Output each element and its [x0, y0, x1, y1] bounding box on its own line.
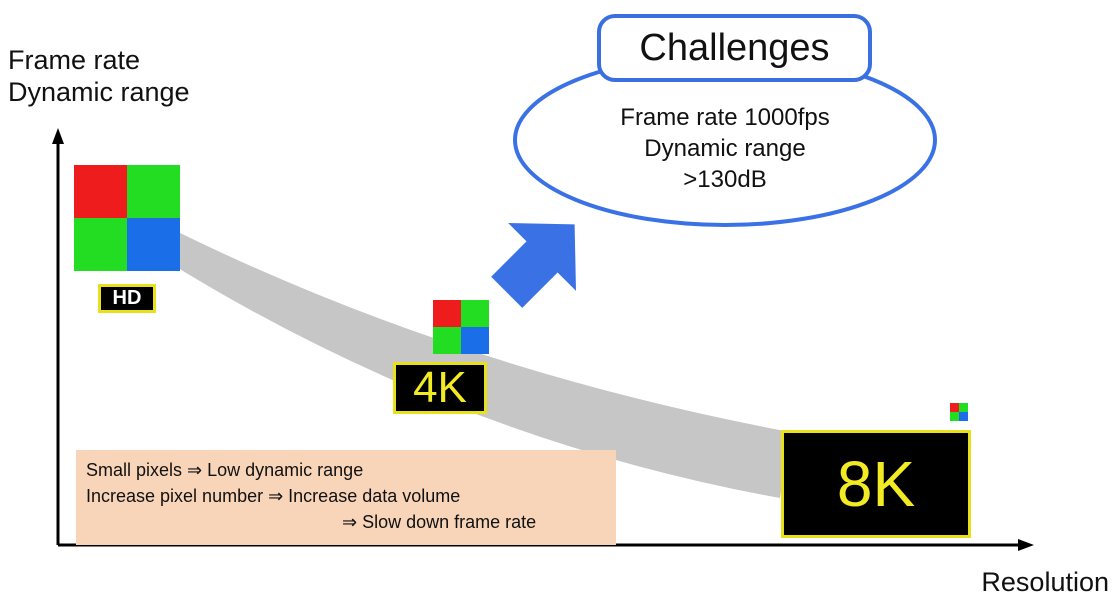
4k-label: 4K	[393, 362, 487, 414]
y-axis-arrowhead	[52, 128, 64, 144]
challenge-line1: Frame rate 1000fps	[620, 104, 830, 131]
tradeoff-note: Small pixels ⇒ Low dynamic range Increas…	[76, 450, 616, 545]
growth-arrow-icon	[491, 222, 577, 308]
note-line2: Increase pixel number ⇒ Increase data vo…	[86, 486, 461, 506]
note-line1: Small pixels ⇒ Low dynamic range	[86, 460, 364, 480]
y-axis-label-line1: Frame rate	[8, 45, 141, 75]
challenge-details: Frame rate 1000fps Dynamic range >130dB	[560, 102, 890, 195]
x-axis-arrowhead	[1018, 539, 1034, 551]
hd-pixel-grid	[74, 165, 180, 271]
challenge-title: Challenges	[639, 26, 830, 69]
4k-pixel-grid	[433, 300, 489, 354]
y-axis-label-line2: Dynamic range	[8, 77, 190, 107]
challenge-line2: Dynamic range	[644, 135, 806, 162]
y-axis-label: Frame rate Dynamic range	[8, 44, 190, 108]
8k-pixel-grid	[950, 403, 968, 421]
hd-label: HD	[98, 284, 156, 313]
note-line3: ⇒ Slow down frame rate	[342, 512, 537, 532]
challenge-title-box: Challenges	[597, 14, 872, 82]
8k-label: 8K	[781, 430, 971, 538]
challenge-line3: >130dB	[683, 166, 767, 193]
x-axis-label: Resolution	[981, 567, 1109, 597]
